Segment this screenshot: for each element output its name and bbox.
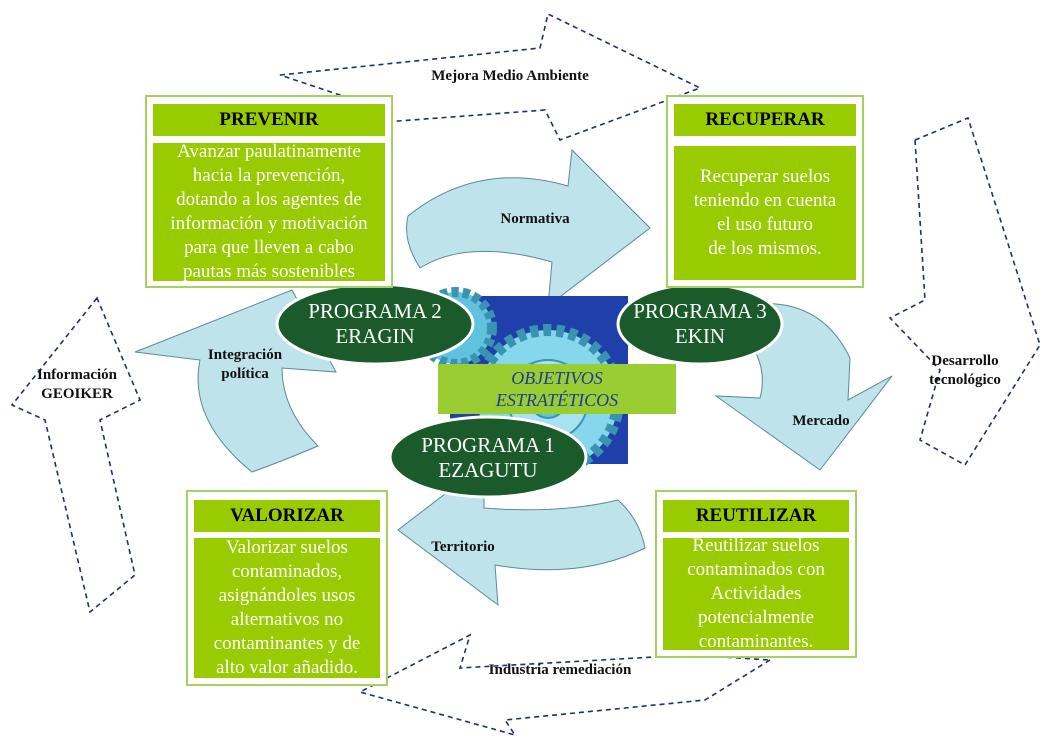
outer-arrow-bottom	[357, 633, 773, 737]
arrow-label-territorio: Territorio	[431, 539, 495, 555]
outer-label-industria: Industria remediación	[488, 662, 632, 678]
arrow-label-normativa: Normativa	[500, 211, 570, 227]
arrow-normativa	[406, 148, 651, 308]
arrow-territorio	[397, 462, 646, 607]
program-2-label: PROGRAMA 2 ERAGIN	[308, 299, 442, 348]
outer-arrow-right	[888, 116, 1041, 467]
outer-label-informacion: Información GEOIKER	[37, 367, 117, 402]
outer-arrow-left	[10, 296, 142, 614]
arrow-label-integracion: Integración política	[207, 347, 283, 382]
valorizar-title: VALORIZAR	[194, 500, 380, 532]
arrow-label-mercado: Mercado	[792, 413, 850, 429]
prevenir-title: PREVENIR	[153, 104, 385, 136]
center-label: OBJETIVOS ESTRATÉTICOS	[438, 364, 676, 414]
recuperar-title: RECUPERAR	[674, 104, 856, 136]
outer-label-medio-ambiente: Mejora Medio Ambiente	[431, 68, 589, 84]
valorizar-text: Valorizar suelos contaminados, asignándo…	[194, 537, 380, 678]
program-1-label: PROGRAMA 1 EZAGUTU	[421, 433, 555, 482]
program-3-label: PROGRAMA 3 EKIN	[633, 299, 767, 348]
outer-label-desarrollo: Desarrollo tecnológico	[929, 353, 1001, 388]
prevenir-text: Avanzar paulatinamente hacia la prevenci…	[153, 141, 385, 282]
reutilizar-title: REUTILIZAR	[663, 500, 849, 532]
program-1-ellipse	[388, 415, 588, 499]
recuperar-text: Recuperar suelos teniendo en cuenta el u…	[674, 146, 856, 280]
reutilizar-text: Reutilizar suelos contaminados con Activ…	[663, 535, 849, 652]
